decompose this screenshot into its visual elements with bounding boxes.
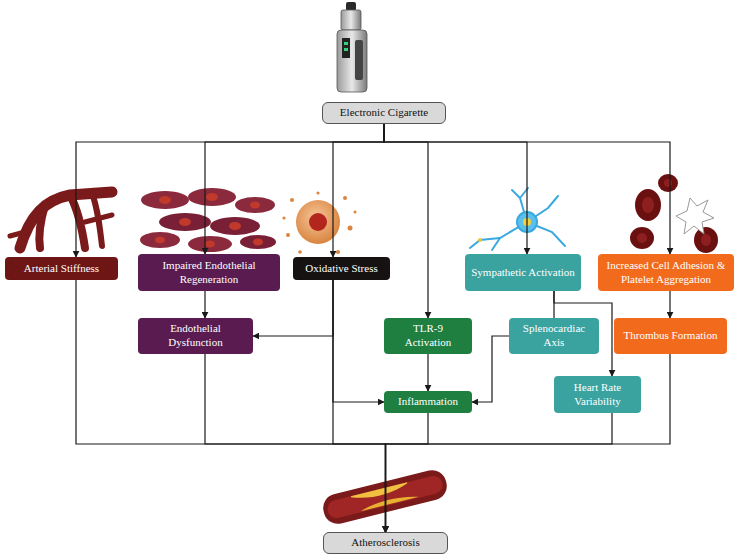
effect-box: Arterial Stiffness xyxy=(5,257,118,280)
source-box: Electronic Cigarette xyxy=(322,102,446,124)
blood-cells xyxy=(630,174,718,253)
endothelial-cells xyxy=(140,188,276,252)
connector-arrow xyxy=(669,291,670,318)
node-label: TLR-9 Activation xyxy=(390,322,466,350)
connector-arrow xyxy=(386,413,613,532)
connector-arrow xyxy=(333,280,384,402)
effect-box: Thrombus Formation xyxy=(614,318,727,354)
connector-arrow xyxy=(333,280,386,532)
effect-box: Impaired Endothelial Regeneration xyxy=(138,254,280,291)
effect-box: TLR-9 Activation xyxy=(384,318,472,354)
node-label: Increased Cell Adhesion & Platelet Aggre… xyxy=(604,259,728,287)
node-label: Endothelial Dysfunction xyxy=(144,322,247,350)
effect-box: Endothelial Dysfunction xyxy=(138,318,253,354)
connector-arrow xyxy=(205,354,386,532)
connector-arrow xyxy=(76,124,384,257)
connector-arrow xyxy=(386,413,429,532)
node-label: Splenocardiac Axis xyxy=(515,322,593,350)
effect-box: Inflammation xyxy=(384,391,472,413)
effect-box: Increased Cell Adhesion & Platelet Aggre… xyxy=(598,254,734,291)
artery-branches xyxy=(10,192,112,248)
effect-box: Splenocardiac Axis xyxy=(509,318,599,354)
connector-arrow xyxy=(384,124,428,318)
connector-arrow xyxy=(427,354,428,391)
connector-arrow xyxy=(472,336,509,402)
connector-arrow xyxy=(386,354,671,532)
node-label: Inflammation xyxy=(398,395,458,409)
neuron-icon xyxy=(470,188,565,250)
node-label: Thrombus Formation xyxy=(624,329,718,343)
outcome-box: Atherosclerosis xyxy=(323,532,448,554)
node-label: Arterial Stiffness xyxy=(24,262,99,276)
node-label: Oxidative Stress xyxy=(305,262,377,276)
effect-box: Sympathetic Activation xyxy=(465,254,581,291)
connector-arrow xyxy=(204,291,205,318)
node-label: Electronic Cigarette xyxy=(340,106,428,120)
connector-arrow xyxy=(384,124,670,254)
node-label: Impaired Endothelial Regeneration xyxy=(144,259,274,287)
node-label: Heart Rate Variability xyxy=(560,381,635,409)
node-label: Sympathetic Activation xyxy=(471,266,575,280)
e-cigarette-icon xyxy=(337,2,367,92)
oxidative-cell xyxy=(282,191,356,254)
effect-box: Heart Rate Variability xyxy=(554,376,641,413)
connector-arrow xyxy=(384,124,527,254)
effect-box: Oxidative Stress xyxy=(293,257,390,280)
node-label: Atherosclerosis xyxy=(351,536,419,550)
connector-arrow xyxy=(333,124,384,257)
connector-arrow xyxy=(76,280,386,532)
connector-arrow xyxy=(205,124,384,254)
